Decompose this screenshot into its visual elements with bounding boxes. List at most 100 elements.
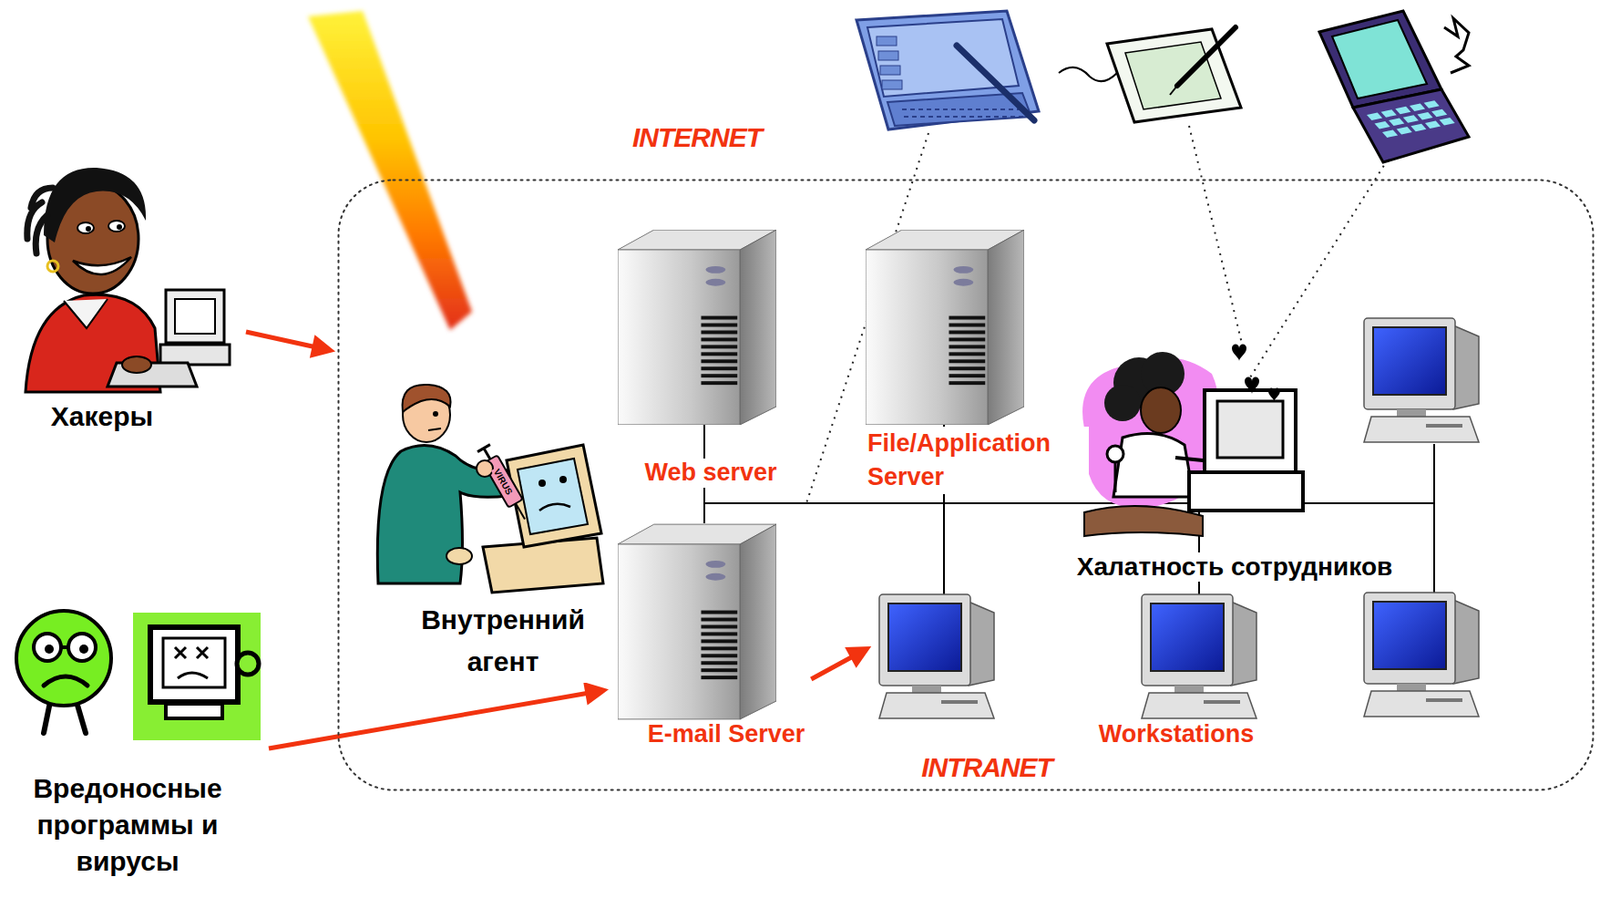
network-cable (704, 424, 1435, 595)
threat-arrow (810, 651, 862, 679)
syringe-label: VIRUS (491, 464, 516, 497)
pen-tablet (1169, 85, 1178, 95)
region-outline-path (338, 180, 1594, 790)
node-label: E-mail Server (645, 719, 809, 749)
insider-agent (476, 460, 493, 477)
tablet-device (880, 65, 901, 75)
tablet-device (878, 51, 899, 61)
node-label: Внутренний агент (418, 598, 588, 683)
careless-employee (1268, 388, 1281, 402)
pen-tablet (1125, 41, 1221, 110)
malware-icon (133, 612, 261, 740)
comet-attack (307, 10, 472, 330)
workstation-monitor (1364, 317, 1479, 442)
hacker-figure (77, 222, 94, 234)
careless-employee (1217, 400, 1283, 458)
malware-icon (165, 703, 223, 718)
malware-icon (68, 633, 96, 661)
laptop-device (1444, 18, 1469, 73)
threat-figure: Внутренний агент (369, 382, 611, 687)
workstation-monitor (879, 594, 995, 718)
hacker-figure (85, 225, 92, 232)
careless-employee (1076, 344, 1303, 537)
hacker-figure (43, 167, 146, 243)
careless-employee (1107, 445, 1124, 462)
tablet-device (856, 10, 1039, 130)
laptop-device (1366, 112, 1383, 122)
tablet-device (876, 36, 903, 90)
hacker-figure (27, 187, 53, 254)
laptop-device (1394, 106, 1411, 115)
threat-figure: Вредоносные программы и вирусы (9, 605, 269, 903)
node-label: Web server (641, 458, 780, 487)
workstation-monitor (1141, 594, 1257, 718)
laptop-device (1431, 109, 1447, 118)
node-label: Халатность сотрудников (1074, 552, 1395, 582)
malware-icon (174, 646, 208, 658)
malware-icon (33, 633, 62, 661)
malware-icon (44, 644, 54, 654)
laptop-device (1381, 109, 1397, 118)
pen-tablet (1058, 27, 1242, 123)
careless-employee (1084, 505, 1203, 536)
careless-employee (1189, 471, 1303, 511)
hacker-figure (165, 289, 225, 343)
node-label: Workstations (1096, 719, 1258, 749)
laptop-device (1424, 100, 1440, 109)
laptop-device (1396, 126, 1413, 135)
careless-employee (1140, 387, 1181, 433)
careless-employee (1244, 377, 1260, 395)
node-label: Хакеры (48, 400, 156, 433)
insider-agent (539, 503, 571, 511)
insider-agent (432, 410, 439, 417)
tablet-device (902, 109, 1025, 117)
laptop-device (1388, 118, 1405, 127)
threat-figure: Халатность сотрудников (1056, 341, 1422, 586)
insider-agent (482, 537, 604, 593)
syringe-label: VIRUS (491, 464, 516, 497)
pen-tablet (1058, 67, 1118, 82)
network-region: INTRANET Web server File/Application Serve… (337, 178, 1595, 791)
malware-icon (163, 637, 226, 688)
tablet-device (956, 45, 1035, 121)
careless-employee (1231, 344, 1247, 362)
insider-agent (377, 384, 604, 593)
laptop-device (1416, 112, 1433, 121)
node-label: INTRANET (918, 751, 1056, 784)
network-cable (704, 424, 1435, 595)
laptop-device (1403, 114, 1419, 124)
insider-agent (446, 547, 472, 565)
careless-employee (1204, 389, 1296, 472)
laptop-device (1332, 20, 1427, 99)
malware-icon (61, 645, 69, 649)
pen-tablet (1177, 27, 1236, 86)
tablet-device (876, 36, 897, 46)
hacker-figure (107, 362, 197, 387)
threat-figure: Хакеры (13, 164, 247, 436)
insider-agent (476, 443, 533, 524)
hacker-figure (108, 220, 125, 232)
zone-label: INTERNET (629, 122, 765, 154)
malware-icon (16, 610, 112, 706)
insider-agent (428, 428, 442, 431)
tablet-device (882, 80, 903, 90)
node-label: Вредоносные программы и вирусы (30, 769, 225, 880)
laptop-device (1439, 117, 1456, 126)
malware-icon (150, 626, 238, 702)
server-box: Web server (610, 225, 784, 492)
careless-employee (1231, 344, 1281, 402)
laptop-device (1353, 89, 1469, 163)
laptop-device (1409, 103, 1426, 113)
workstation-group: Workstations (872, 588, 1493, 753)
careless-employee (1114, 461, 1118, 493)
malware-icon (43, 676, 88, 686)
server-box: File/Application Server (856, 225, 1094, 500)
malware-icon (79, 644, 89, 654)
laptop-device (1374, 121, 1390, 130)
careless-employee (1104, 384, 1141, 421)
threat-arrow (268, 691, 597, 749)
server-tower (617, 523, 777, 719)
